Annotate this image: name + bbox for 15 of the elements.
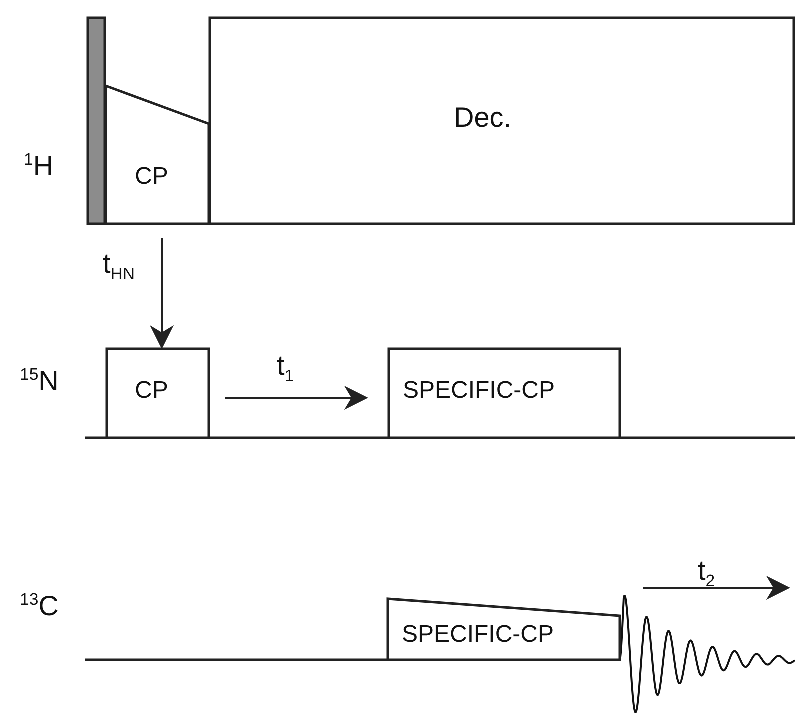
time-label: t$_{2}$: [698, 555, 716, 592]
arrow: [150, 238, 174, 350]
ramped-pulse: [387, 598, 621, 660]
pulse-label: CP: [135, 163, 168, 191]
pulse-block: [106, 348, 210, 438]
pulse-label: SPECIFIC-CP: [402, 621, 554, 649]
hard-pulse-bar: [87, 17, 106, 224]
pulse-block: [388, 348, 621, 438]
pulse-label: SPECIFIC-CP: [403, 377, 556, 405]
channel-label: $^{1}$H: [24, 150, 54, 182]
channel-label: $^{15}$N: [20, 365, 59, 398]
arrow: [225, 386, 368, 410]
channel-label: $^{13}$C: [20, 590, 59, 622]
pulse-label: Dec.: [454, 102, 512, 134]
pulse-label: CP: [135, 377, 168, 405]
